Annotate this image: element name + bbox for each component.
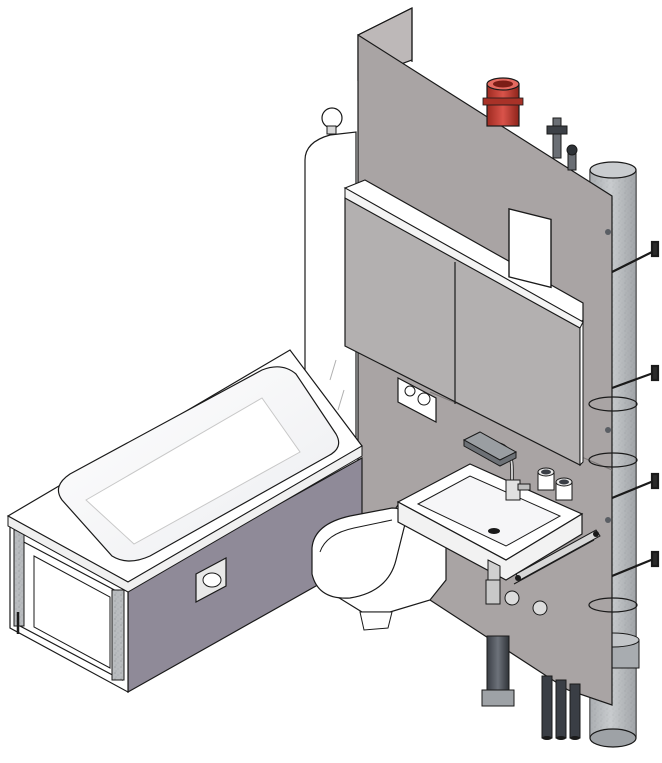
flush-plate xyxy=(397,377,437,423)
bathtub xyxy=(6,349,363,694)
electrical-outlet-box xyxy=(508,208,552,289)
mirror-cabinet xyxy=(343,179,584,467)
towel-rail xyxy=(513,529,601,585)
vent-pipe xyxy=(482,77,524,127)
tumblers xyxy=(537,467,573,501)
pipe-stub-fittings xyxy=(605,229,611,523)
wall-brackets xyxy=(588,240,660,613)
supply-valves xyxy=(546,117,578,171)
supply-pipes xyxy=(481,590,581,740)
soap-dish xyxy=(462,431,518,467)
washbasin xyxy=(396,463,584,605)
toilet-roll-holder xyxy=(195,557,227,603)
